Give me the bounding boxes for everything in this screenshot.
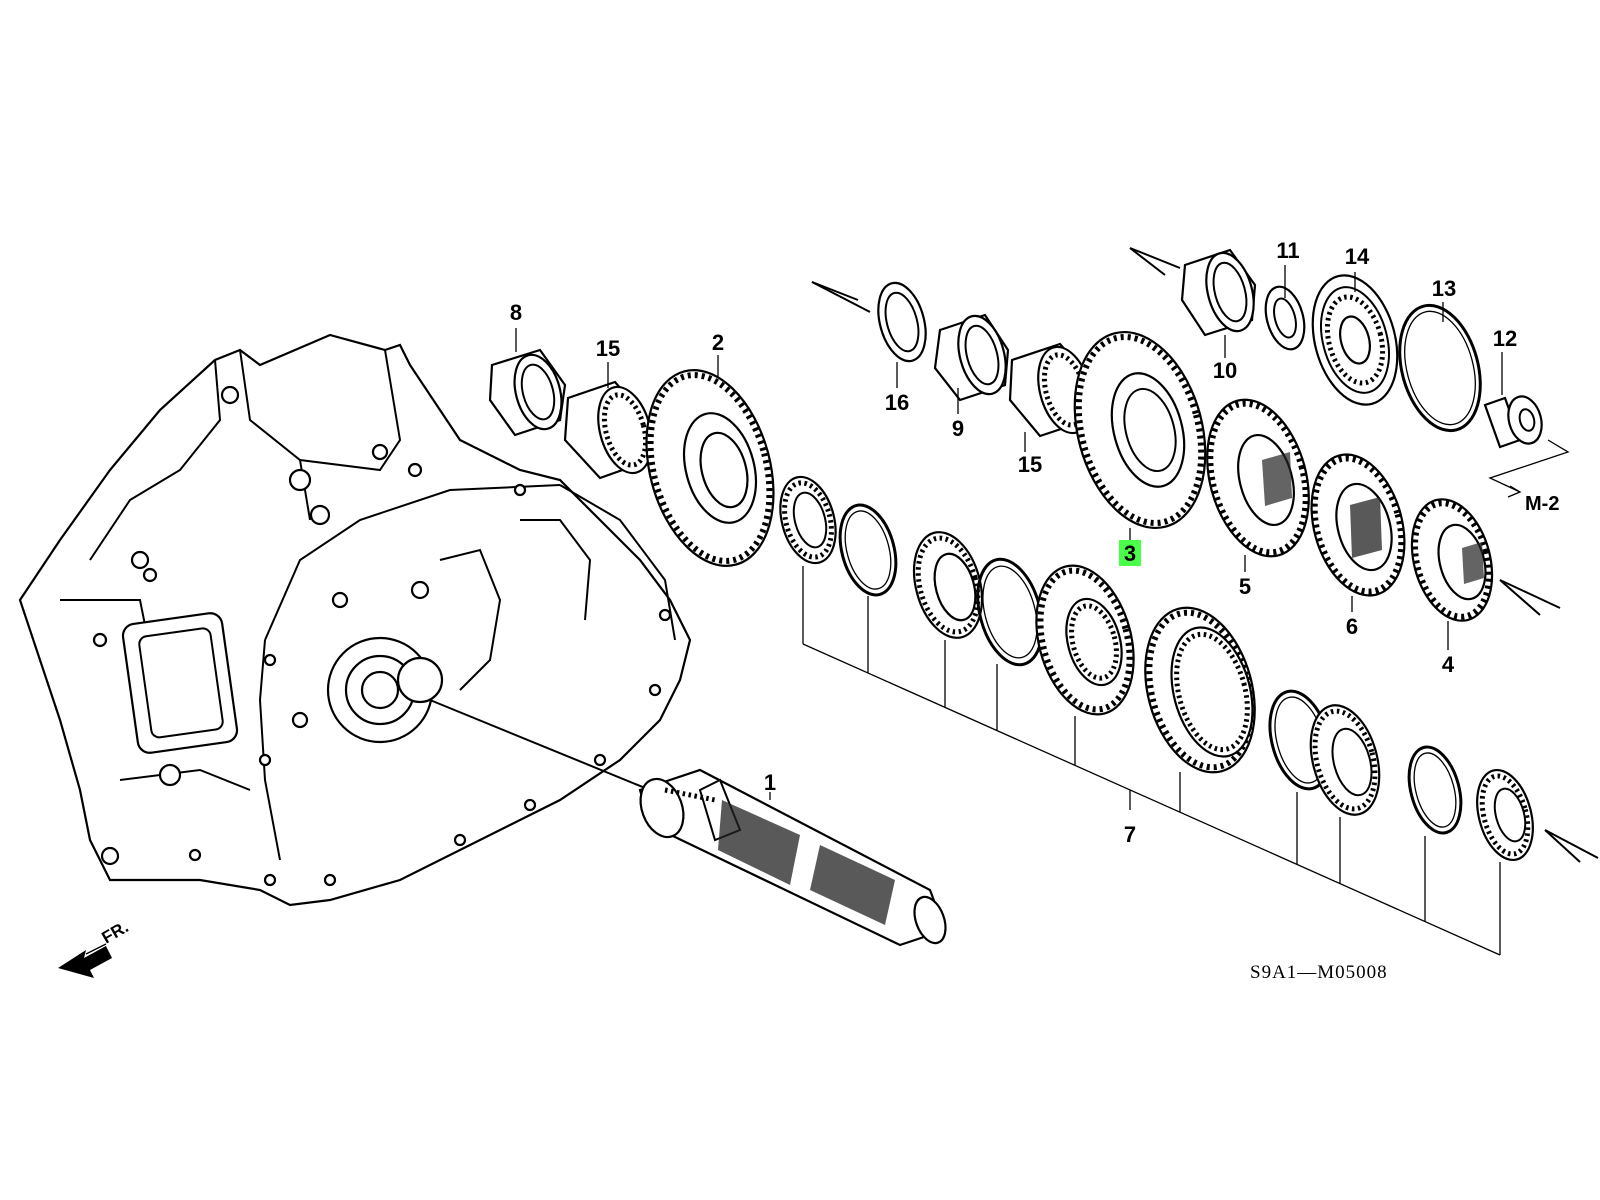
callout-15-left: 15: [596, 336, 620, 361]
callout-3-highlight: [1119, 540, 1141, 566]
callout-numbers: 1 2 3 4 5 6 7 8 9 10 11 12 13 14 15 15 1…: [510, 238, 1517, 847]
mainshaft: [638, 768, 947, 947]
part-16-ring: [811, 281, 927, 363]
callout-6: 6: [1346, 614, 1358, 639]
callout-2: 2: [712, 330, 724, 355]
part-6-gear: [1310, 453, 1406, 597]
callout-10: 10: [1213, 358, 1237, 383]
callout-7: 7: [1124, 822, 1136, 847]
part-5-gear: [1206, 398, 1310, 558]
callout-11: 11: [1276, 238, 1299, 263]
part-8-collar: [488, 348, 567, 437]
callout-9: 9: [952, 416, 964, 441]
direction-label: FR.: [99, 917, 132, 947]
part-11-washer: [1264, 285, 1306, 351]
continuation-ref-label: M-2: [1525, 493, 1559, 515]
callout-4: 4: [1442, 652, 1455, 677]
part-2-gear: [645, 369, 775, 567]
callout-5: 5: [1239, 574, 1251, 599]
part-13-snap-ring: [1398, 303, 1482, 433]
diagram-reference-code: S9A1—M05008: [1250, 962, 1388, 983]
part-12-bolt: [1483, 395, 1543, 449]
callout-1: 1: [764, 770, 776, 795]
callout-leaders: [515, 265, 1503, 800]
callout-3: 3: [1124, 541, 1136, 566]
part-15-needle-bearing-left: [563, 380, 653, 480]
part-10-collar: [1129, 247, 1257, 337]
callout-8: 8: [510, 300, 522, 325]
callout-14: 14: [1345, 244, 1370, 269]
part-4-gear: [1410, 498, 1561, 622]
transmission-housing: [18, 333, 692, 907]
callout-12: 12: [1493, 326, 1517, 351]
callout-16: 16: [885, 390, 909, 415]
part-14-ball-bearing: [1311, 274, 1399, 406]
part-9-bushing: [933, 313, 1010, 402]
callout-15-upper: 15: [1018, 452, 1042, 477]
part-7-synchro-assembly: [779, 475, 1599, 956]
part-3-gear: [1073, 330, 1207, 530]
m2-leader: [1488, 439, 1570, 498]
callout-13: 13: [1432, 276, 1456, 301]
front-direction-arrow: FR.: [58, 917, 132, 978]
